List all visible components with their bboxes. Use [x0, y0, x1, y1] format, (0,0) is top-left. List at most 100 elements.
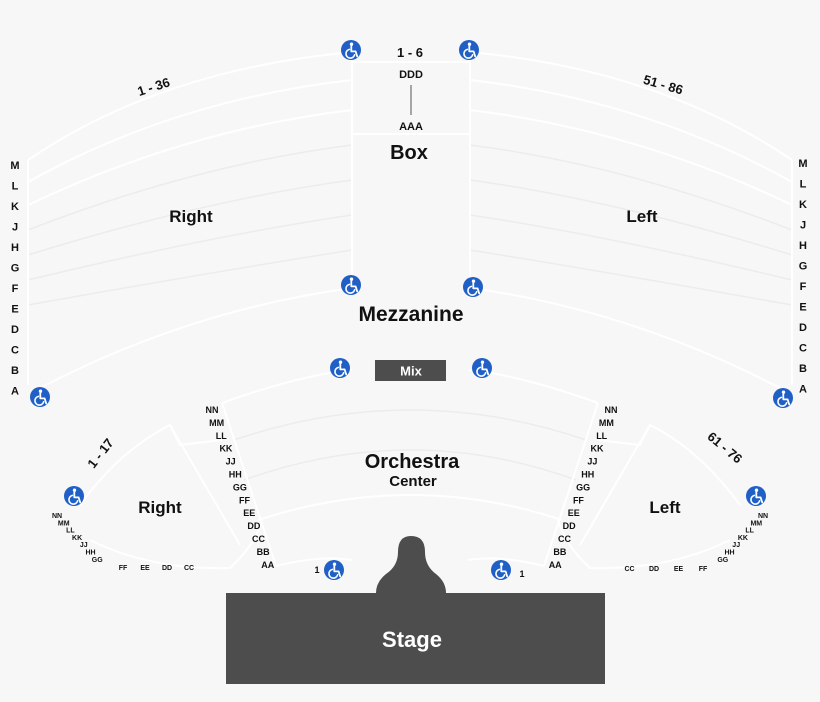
row-label: EE: [568, 508, 580, 518]
row-label: CC: [558, 534, 571, 544]
wheelchair-icon[interactable]: [340, 274, 362, 296]
row-label: C: [11, 345, 19, 357]
row-label: K: [11, 201, 19, 213]
mix-booth: [375, 360, 446, 381]
row-label: DD: [162, 565, 172, 572]
wheelchair-icon[interactable]: [458, 39, 480, 61]
row-label: LL: [745, 528, 754, 535]
row-label: HH: [229, 470, 242, 480]
row-label: FF: [573, 495, 584, 505]
orchestra-left-section[interactable]: [557, 423, 741, 570]
row-label: JJ: [226, 457, 236, 467]
mix-label: Mix: [400, 364, 422, 379]
wheelchair-icon[interactable]: [462, 276, 484, 298]
row-label: NN: [758, 513, 768, 520]
row-label: JJ: [80, 542, 88, 549]
row-label: BB: [257, 547, 270, 557]
row-label: KK: [738, 535, 748, 542]
row-label: D: [799, 322, 807, 334]
row-label: M: [10, 160, 19, 172]
row-label: L: [12, 181, 19, 193]
orchestra-right-label: Right: [138, 498, 182, 517]
row-label: EE: [243, 508, 255, 518]
orchestra-center-section[interactable]: [221, 369, 599, 567]
row-label: B: [11, 365, 19, 377]
row-label: F: [800, 281, 807, 293]
orchestra-right-section[interactable]: [79, 423, 263, 570]
box-row-aaa: AAA: [399, 121, 423, 133]
row-label: E: [799, 302, 806, 314]
mezzanine-left-label: Left: [626, 207, 658, 226]
row-label: E: [11, 304, 18, 316]
row-label: FF: [119, 565, 128, 572]
wheelchair-icon[interactable]: [329, 357, 351, 379]
row-label: A: [11, 386, 19, 398]
row-label: K: [799, 199, 807, 211]
orchestra-label: Orchestra: [365, 451, 460, 473]
mezzanine-left-section[interactable]: [469, 51, 793, 389]
row-label: LL: [596, 431, 607, 441]
row-label: GG: [576, 482, 590, 492]
box-seat-range: 1 - 6: [397, 45, 423, 60]
row-label: MM: [209, 418, 224, 428]
mezzanine-right-section[interactable]: [27, 51, 353, 389]
stage-thrust: [376, 536, 446, 593]
row-label: J: [12, 222, 18, 234]
row-label: J: [800, 220, 806, 232]
row-label: HH: [85, 550, 95, 557]
row-label: KK: [72, 535, 82, 542]
wheelchair-icon[interactable]: [29, 386, 51, 408]
row-label: NN: [206, 405, 219, 415]
row-label: G: [799, 261, 808, 273]
orchestra-left-seat-range: 61 - 76: [705, 429, 746, 467]
row-label: LL: [216, 431, 227, 441]
wheelchair-icon[interactable]: [490, 559, 512, 581]
row-label: F: [12, 283, 19, 295]
row-label: JJ: [732, 542, 740, 549]
row-label: GG: [233, 482, 247, 492]
stage-label: Stage: [382, 627, 442, 652]
row-label: CC: [252, 534, 265, 544]
row-label: G: [11, 263, 20, 275]
row-label: DD: [563, 521, 576, 531]
row-label: GG: [92, 557, 103, 564]
row-label: KK: [591, 444, 604, 454]
orchestra-right-seat-range: 1 - 17: [84, 436, 116, 471]
wheelchair-icon[interactable]: [323, 559, 345, 581]
row-label: BB: [553, 547, 566, 557]
row-label: C: [799, 343, 807, 355]
row-label: LL: [66, 528, 75, 535]
row-label: CC: [624, 566, 634, 573]
row-label: A: [799, 384, 807, 396]
row-label: CC: [184, 565, 194, 572]
row-label: EE: [140, 565, 150, 572]
wheelchair-icon[interactable]: [745, 485, 767, 507]
wheelchair-icon[interactable]: [340, 39, 362, 61]
row-label: H: [11, 242, 19, 254]
row-label: MM: [750, 520, 762, 527]
row-label: DD: [649, 566, 659, 573]
mezzanine-right-label: Right: [169, 207, 213, 226]
stage-area: [226, 536, 605, 684]
wheelchair-icon[interactable]: [63, 485, 85, 507]
wheelchair-icon[interactable]: [471, 357, 493, 379]
mezzanine-box-section[interactable]: [351, 55, 471, 285]
orchestra-left-label: Left: [649, 498, 681, 517]
row-label: M: [798, 158, 807, 170]
wheelchair-icon[interactable]: [772, 387, 794, 409]
row-label: MM: [599, 418, 614, 428]
box-label: Box: [390, 142, 428, 164]
row-label: HH: [581, 470, 594, 480]
row-label: B: [799, 363, 807, 375]
row-label: AA: [549, 560, 562, 570]
row-label: H: [799, 240, 807, 252]
orchestra-center-seat-right: 1: [519, 569, 524, 579]
orchestra-center-label: Center: [389, 473, 437, 490]
row-label: JJ: [587, 457, 597, 467]
